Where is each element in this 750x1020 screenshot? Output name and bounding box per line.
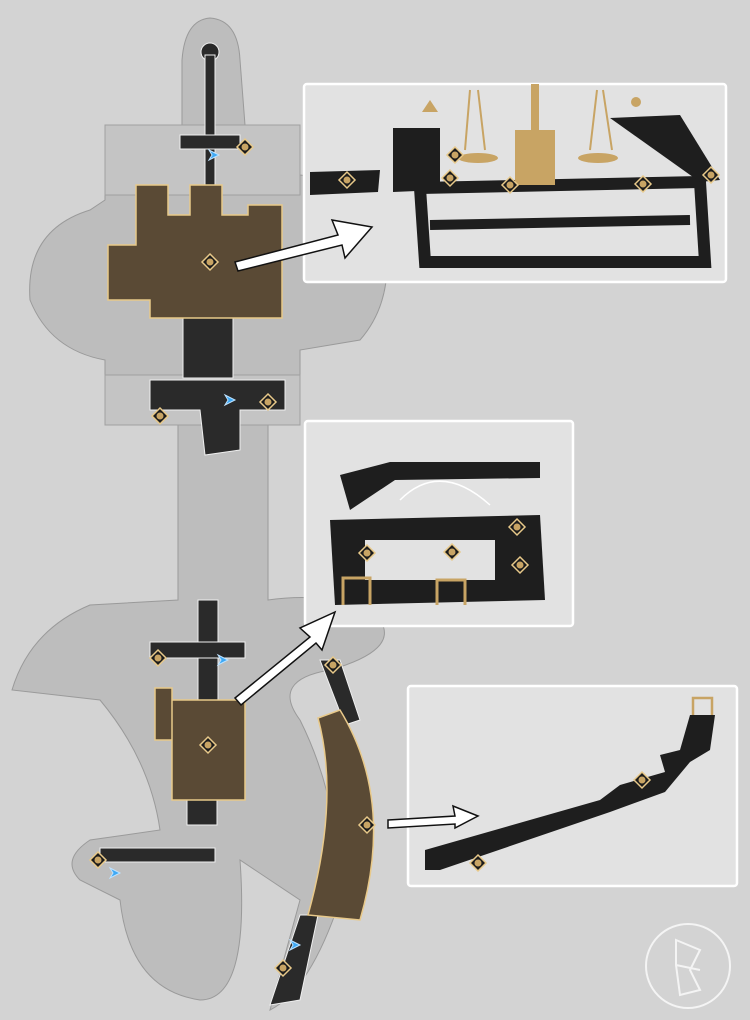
arrow-icon: [233, 610, 337, 707]
curved-room: [307, 709, 375, 921]
walkways: [99, 42, 361, 1006]
arrows: [233, 219, 480, 830]
middle-room-inset: [303, 419, 575, 628]
logo-icon: [645, 923, 731, 1009]
upper-scale-puzzle-inset: [302, 82, 728, 284]
upper-main-room: [107, 184, 283, 319]
lower-corridor-inset: [406, 684, 739, 888]
arrow-icon: [387, 804, 480, 830]
arrow-icon: [234, 219, 374, 272]
